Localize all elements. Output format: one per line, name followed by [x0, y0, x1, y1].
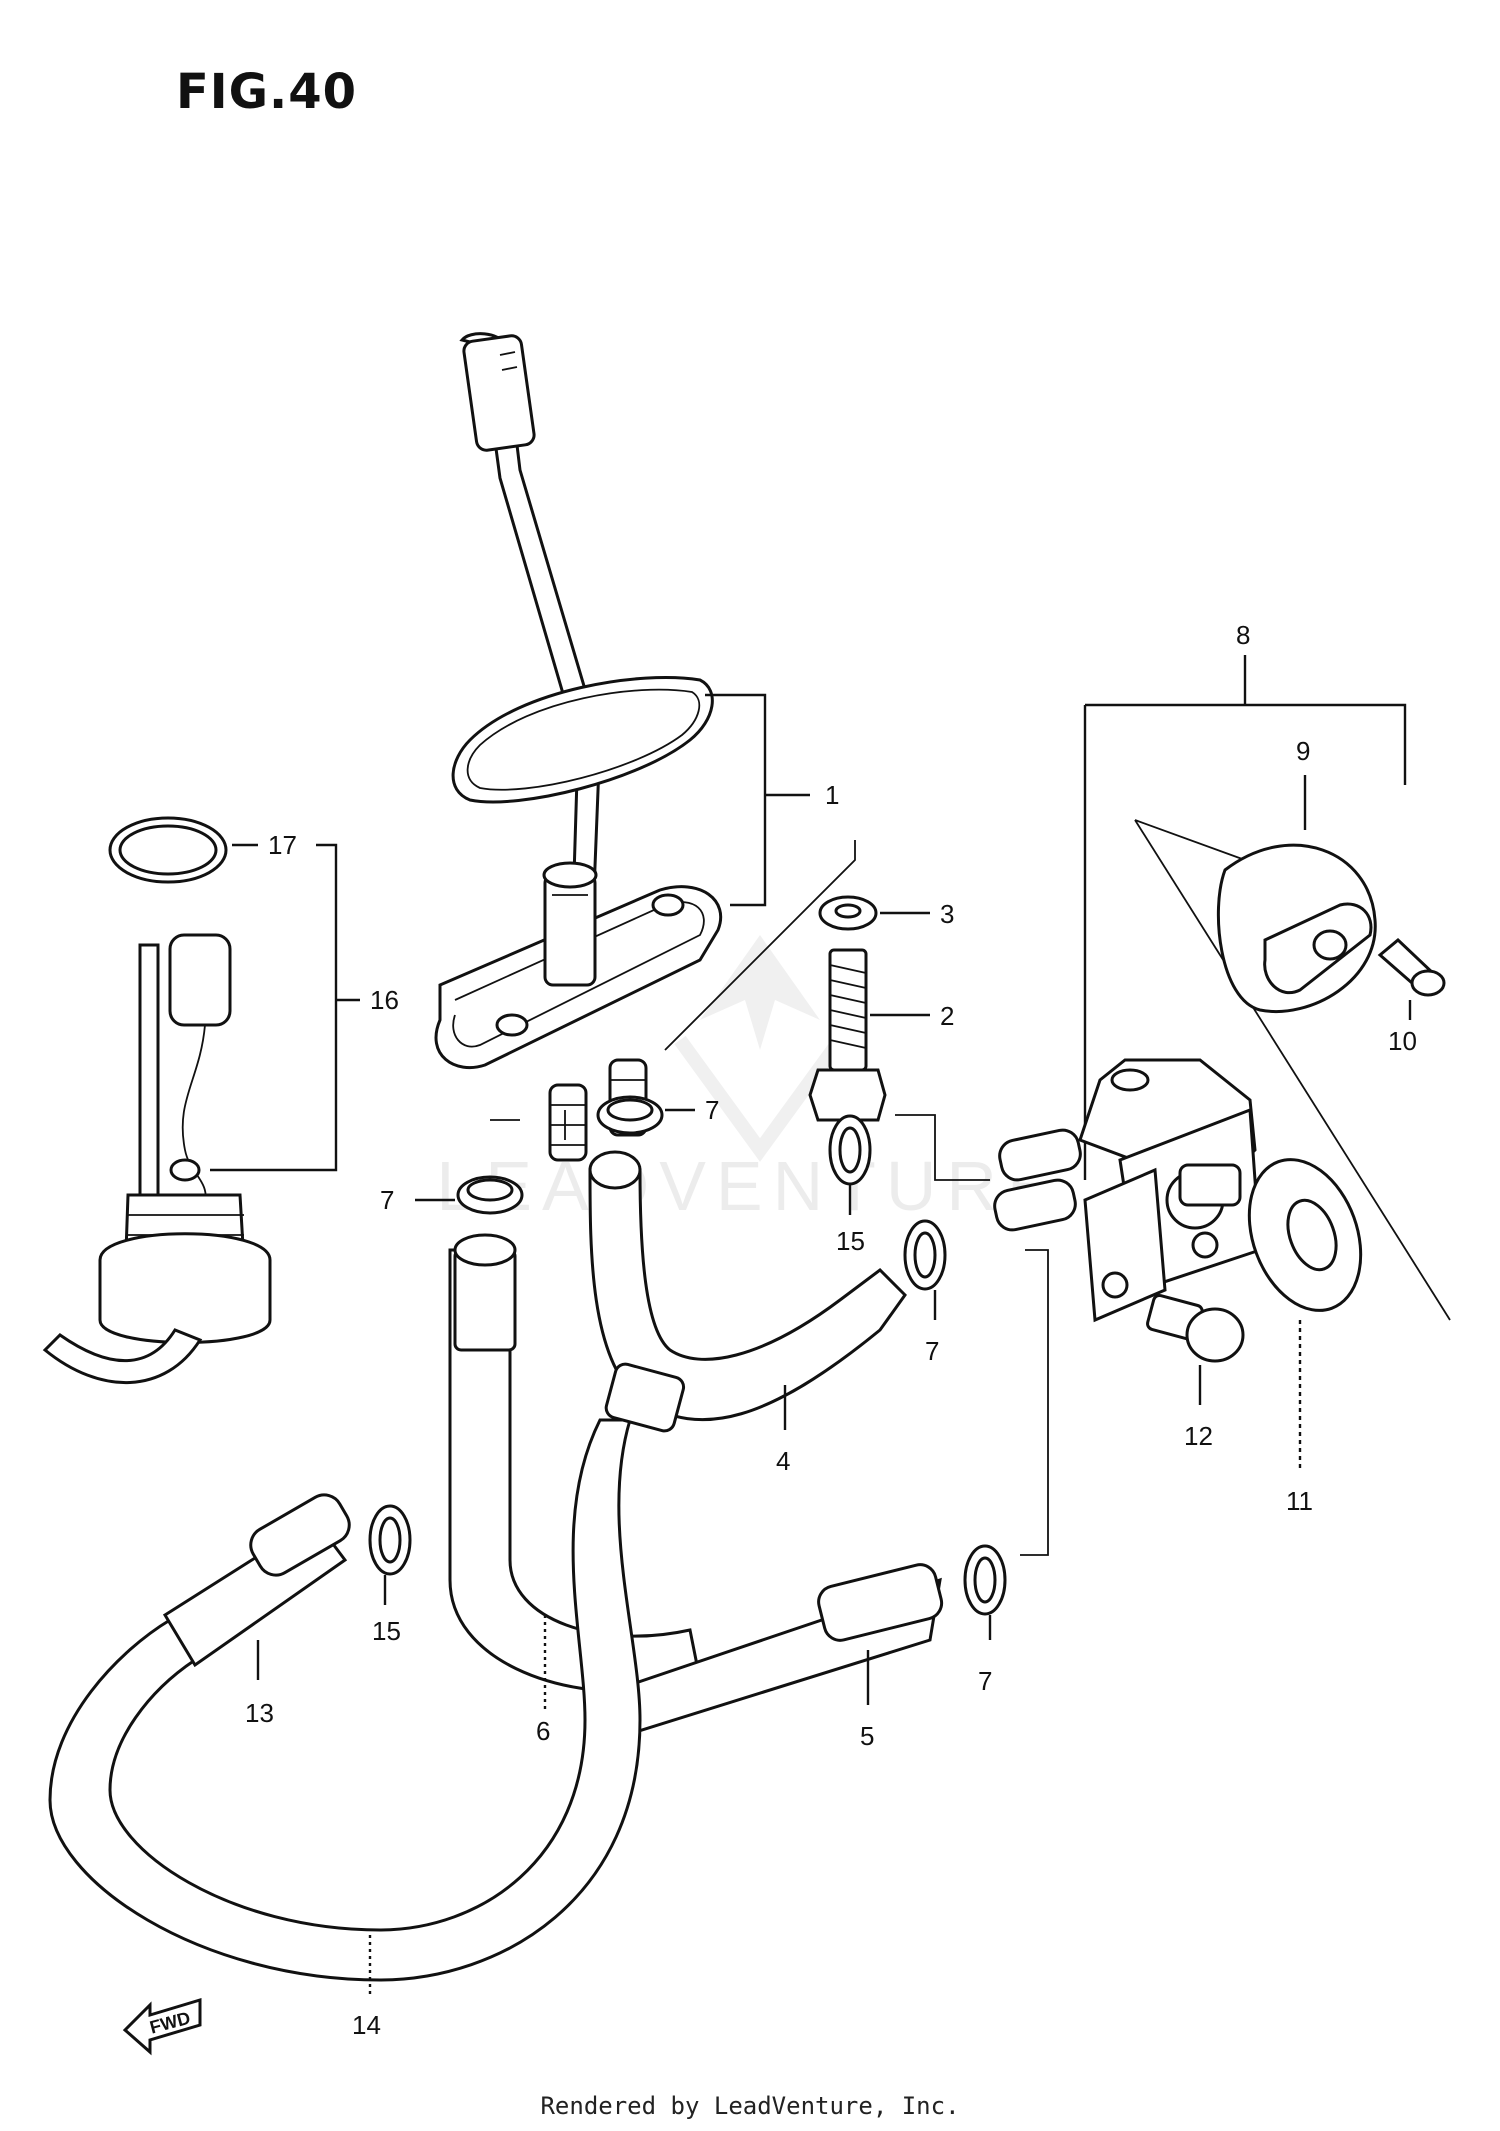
screw-part-10: [1377, 937, 1446, 997]
hose-part-4: [588, 1168, 907, 1421]
clamp-part-7-low: [963, 1544, 1007, 1616]
callout-7-mid: 7: [925, 1336, 939, 1366]
watermark-text: LEADVENTURE: [436, 1147, 1063, 1225]
knob-part-9: [1216, 843, 1377, 1013]
bolt-part-2: [808, 948, 887, 1122]
bracket-1: [705, 693, 767, 907]
clamp-part-15-low: [368, 1504, 412, 1576]
assembly-guide-line: [664, 840, 856, 1051]
fuel-cock-body: [993, 1058, 1262, 1323]
callout-1: 1: [825, 780, 839, 810]
callout-17: 17: [268, 830, 297, 860]
callout-13: 13: [245, 1698, 274, 1728]
bracket-16: [210, 843, 338, 1172]
callout-7-top: 7: [705, 1095, 719, 1125]
clamp-part-15-mid: [828, 1114, 872, 1186]
clamp-part-7-left: [456, 1175, 524, 1215]
forward-arrow-icon: FWD: [122, 1997, 202, 2056]
screw-part-12: [1146, 1293, 1245, 1363]
callout-6: 6: [536, 1716, 550, 1746]
clamp-part-7-mid: [903, 1219, 947, 1291]
guide-line-8: [1134, 819, 1451, 1321]
callout-15-low: 15: [372, 1616, 401, 1646]
watermark: LEADVENTURE: [436, 935, 1063, 1225]
callout-9: 9: [1296, 736, 1310, 766]
footer-credit: Rendered by LeadVenture, Inc.: [540, 2092, 960, 2120]
callout-7-low: 7: [978, 1666, 992, 1696]
washer-part-3: [818, 895, 878, 931]
callout-5: 5: [860, 1721, 874, 1751]
guide-line-7: [490, 1110, 566, 1140]
figure-title: FIG.40: [176, 64, 358, 120]
callout-3: 3: [940, 899, 954, 929]
guide-line-15: [895, 1114, 990, 1181]
washer-part-11: [1247, 1158, 1363, 1312]
callout-2: 2: [940, 1001, 954, 1031]
guide-line-7-low: [1020, 1249, 1049, 1556]
callout-11: 11: [1286, 1486, 1313, 1516]
fuel-pickup-assembly: [434, 332, 723, 1162]
hose-part-14: [48, 1418, 642, 1982]
callout-14: 14: [352, 2010, 381, 2040]
fuel-gauge-part-16: [42, 933, 272, 1385]
callout-15-mid: 15: [836, 1226, 865, 1256]
bracket-8: [1083, 703, 1407, 1180]
callout-4: 4: [776, 1446, 790, 1476]
callout-10: 10: [1388, 1026, 1417, 1056]
clamp-part-7-top: [596, 1095, 664, 1135]
o-ring-part-17: [108, 816, 228, 884]
guide-line-8b: [1134, 819, 1246, 861]
callout-16: 16: [370, 985, 399, 1015]
callout-12: 12: [1184, 1421, 1213, 1451]
callout-7-left: 7: [380, 1185, 394, 1215]
callout-8: 8: [1236, 620, 1250, 650]
